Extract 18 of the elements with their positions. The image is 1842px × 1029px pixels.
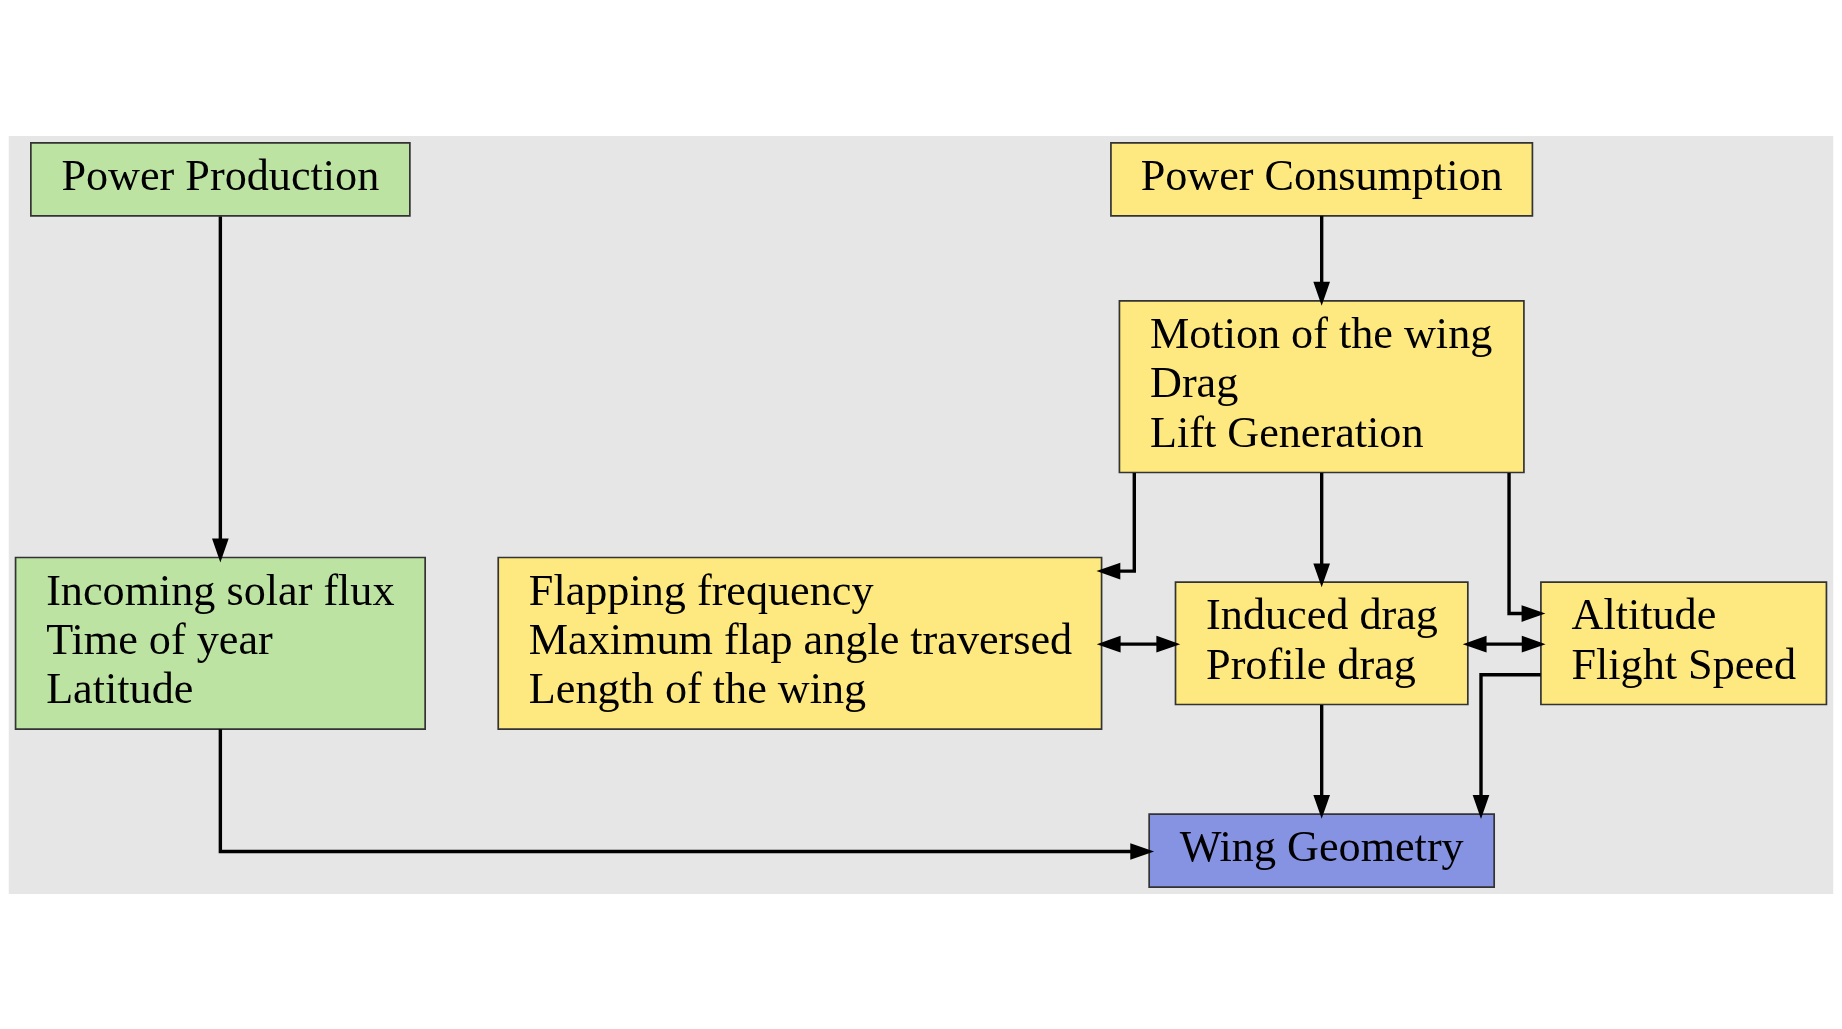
node-box: Incoming solar flux Time of year Latitude xyxy=(14,556,426,730)
node-box: Altitude Flight Speed xyxy=(1540,580,1828,705)
arrow xyxy=(1507,472,1546,622)
node-box: Wing Geometry xyxy=(1148,812,1495,888)
node-box: Power Production xyxy=(30,141,411,217)
arrow xyxy=(1462,635,1546,652)
node-box: Induced drag Profile drag xyxy=(1174,580,1469,705)
arrow xyxy=(218,728,1155,860)
arrow xyxy=(1313,215,1330,306)
arrow xyxy=(1472,672,1541,819)
node-box: Motion of the wing Drag Lift Generation xyxy=(1118,299,1525,473)
arrow xyxy=(1313,472,1330,587)
node-box: Power Consumption xyxy=(1110,141,1534,217)
arrow xyxy=(212,216,229,562)
arrow xyxy=(1096,472,1136,579)
arrow xyxy=(1096,635,1181,652)
node-box: Flapping frequency Maximum flap angle traversed Length of the wing xyxy=(497,556,1103,730)
arrow xyxy=(1313,704,1330,819)
